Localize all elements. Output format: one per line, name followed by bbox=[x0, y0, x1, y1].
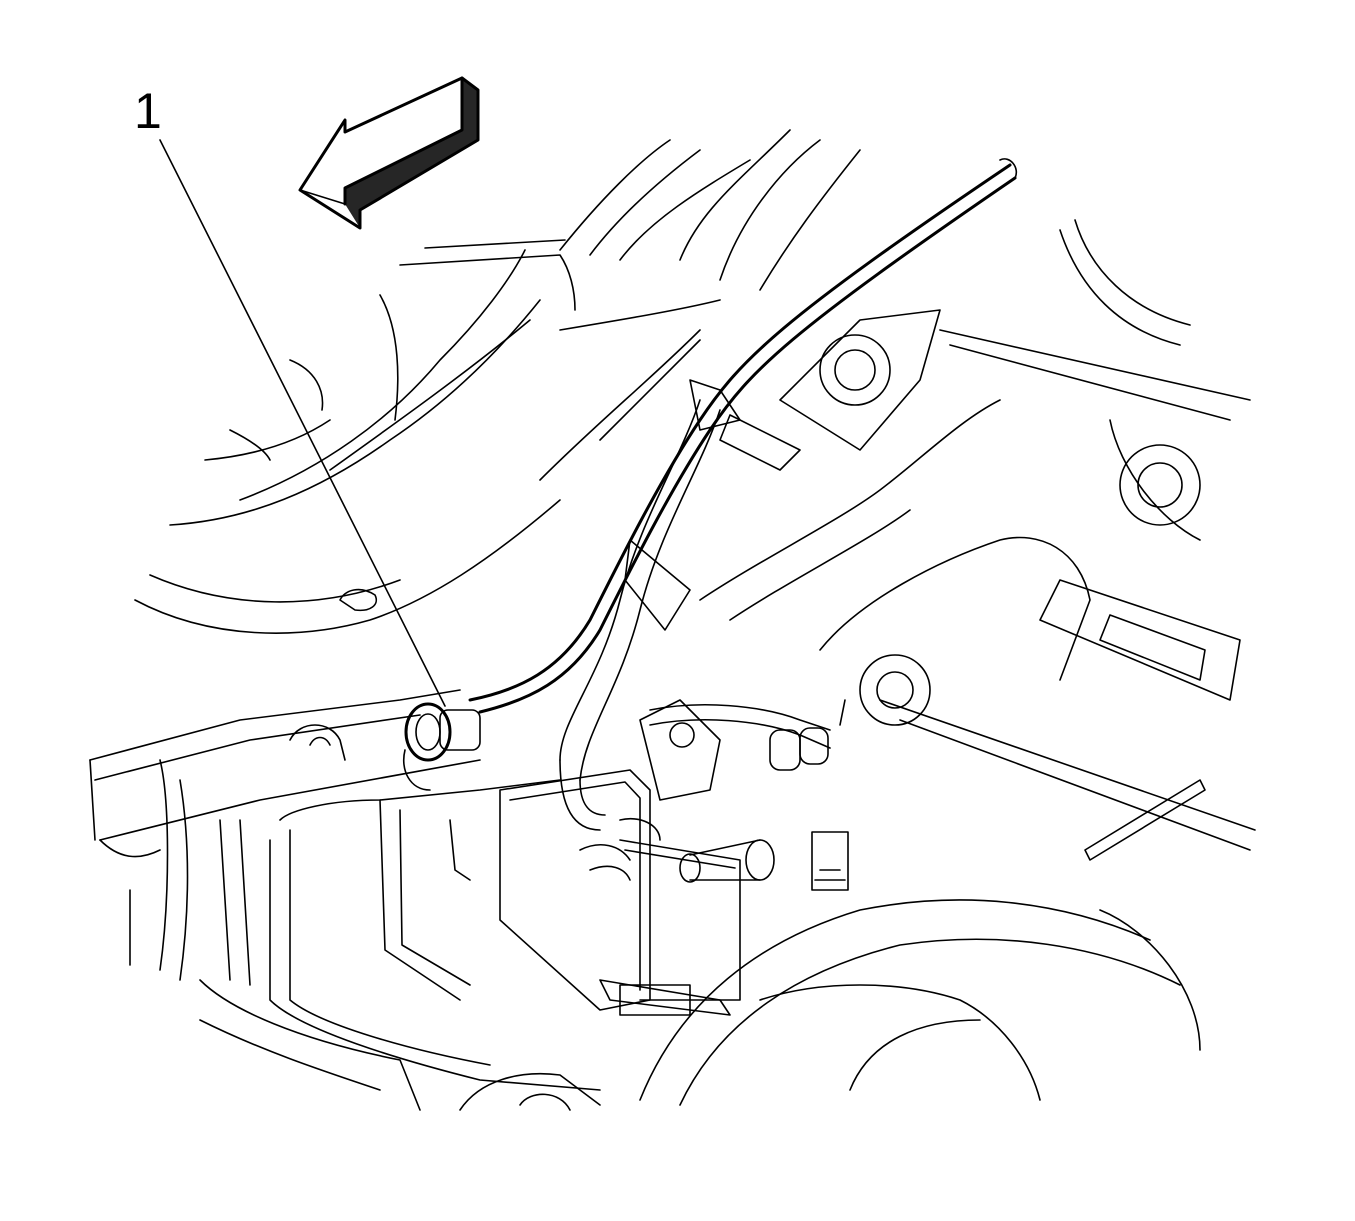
frame-rail-left bbox=[89, 689, 481, 986]
tank-strap-right bbox=[819, 536, 1256, 861]
lower-body-curves bbox=[639, 899, 1201, 1106]
crossmember-right bbox=[699, 219, 1251, 621]
evap-canister bbox=[499, 769, 775, 1016]
canister-pipe bbox=[559, 399, 721, 831]
tunnel-lines bbox=[539, 129, 861, 481]
fuel-vapor-pipe bbox=[468, 158, 1018, 714]
callout-1-label: 1 bbox=[134, 83, 162, 139]
fuel-tank bbox=[199, 779, 601, 1111]
quick-connect-fitting bbox=[403, 702, 481, 791]
brackets-middle bbox=[624, 379, 849, 891]
crossover-hose bbox=[289, 704, 831, 771]
callout-1-leader bbox=[159, 139, 446, 707]
floor-panel-left bbox=[134, 239, 576, 634]
direction-arrow-icon bbox=[298, 76, 480, 230]
